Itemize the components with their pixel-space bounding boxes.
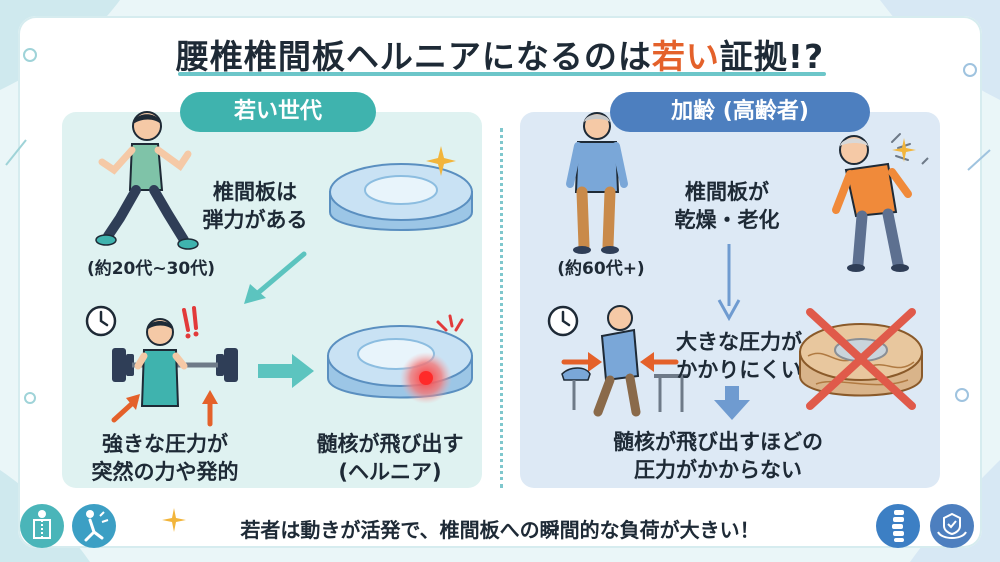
elderly-header: 加齢 (高齢者) <box>610 92 870 132</box>
young-result-text: 髄核が飛び出す (ヘルニア) <box>316 432 464 484</box>
elderly-man-bent-icon <box>832 133 929 272</box>
elderly-result-text: 髄核が飛び出すほどの 圧力がかからない <box>613 430 823 482</box>
title-highlight: 若い <box>651 37 720 76</box>
title-main: 腰椎椎間板ヘルニアになるのは <box>175 37 652 76</box>
red-force-arrows-icon <box>111 390 218 427</box>
sparkle-icon-elderly <box>892 138 916 162</box>
title-suffix: 証拠!? <box>719 37 825 76</box>
young-header: 若い世代 <box>180 92 376 132</box>
weightlifter-icon <box>112 306 238 407</box>
page-title: 腰椎椎間板ヘルニアになるのは若い証拠!? <box>0 30 1000 78</box>
sparkle-icon-footer <box>162 508 186 532</box>
elderly-walking-icon <box>561 305 688 417</box>
young-force-text: 強きな圧力が 突然の力や発的 <box>91 432 239 484</box>
care-hands-icon <box>930 504 974 548</box>
elderly-age-label: (約60代+) <box>557 259 645 279</box>
clock-icon-elderly <box>547 305 579 337</box>
running-man-icon <box>95 111 199 250</box>
young-disc-text: 椎間板は 弾力がある <box>202 180 308 232</box>
dried-disc-crossed-icon <box>799 308 923 410</box>
panel-divider <box>500 128 503 488</box>
sparkle-icon <box>426 146 456 176</box>
back-pain-icon <box>72 504 116 548</box>
elderly-man-standing-icon <box>566 112 628 254</box>
impact-lines-icon <box>436 314 464 332</box>
footer-caption: 若者は動きが活発で、椎間板への瞬間的な負荷が大きい！ <box>240 518 760 542</box>
elderly-force-text: 大きな圧力が かかりにくい <box>676 330 802 382</box>
arrow-down-thick-icon <box>714 386 750 420</box>
herniated-disc-icon <box>327 325 473 404</box>
arrow-right-icon <box>258 354 314 388</box>
young-age-label: (約20代~30代) <box>86 259 216 279</box>
spine-person-icon <box>20 504 64 548</box>
healthy-disc-icon <box>329 163 473 231</box>
elderly-disc-text: 椎間板が 乾燥・老化 <box>674 180 780 232</box>
title-underline <box>178 72 826 76</box>
arrow-down-icon <box>717 244 741 322</box>
spine-icon <box>876 504 920 548</box>
clock-icon <box>85 305 117 337</box>
arrow-down-left-icon <box>244 251 307 304</box>
